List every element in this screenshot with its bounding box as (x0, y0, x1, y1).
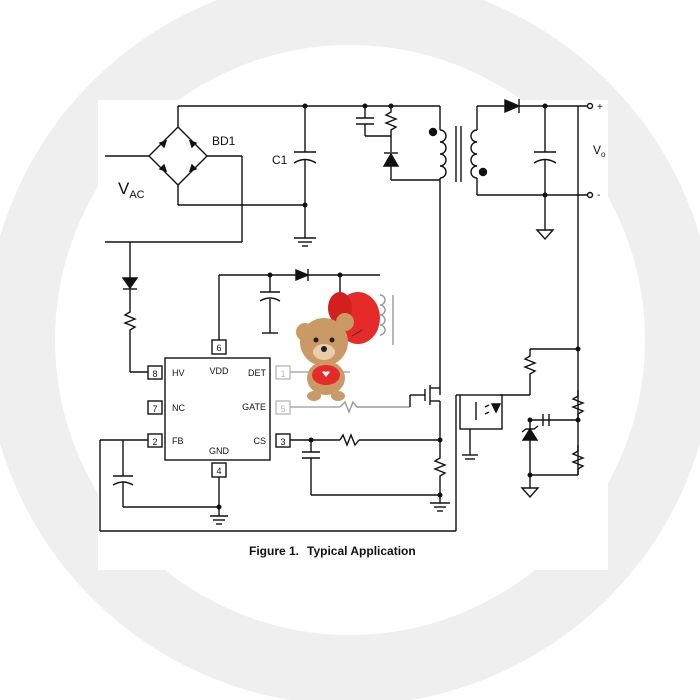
figure-number: Figure 1. (249, 544, 299, 558)
pin-cs-label: CS (253, 436, 266, 446)
pin-vdd-label: VDD (209, 366, 229, 376)
controller-ic (147, 339, 291, 478)
pin-7-number: 7 (152, 404, 157, 414)
pin-fb-label: FB (172, 436, 184, 446)
pin-hv-label: HV (172, 368, 185, 378)
pin-det-label: DET (248, 368, 267, 378)
pin-1-number: 1 (280, 369, 285, 379)
vout-minus-label: - (597, 190, 600, 201)
pin-gnd-label: GND (209, 446, 230, 456)
pin-gate-label: GATE (242, 402, 266, 412)
figure-title: Typical Application (307, 544, 416, 558)
power-mosfet (424, 385, 450, 512)
feedback-network (500, 348, 585, 499)
bridge-label: BD1 (212, 134, 236, 148)
fb-gnd-network (99, 439, 456, 532)
capacitor-c1-label: C1 (272, 153, 288, 167)
cs-network (290, 433, 440, 496)
pin-3-number: 3 (280, 437, 285, 447)
pin-5-number: 5 (280, 404, 285, 414)
bridge-rectifier (105, 106, 243, 243)
pin-2-number: 2 (152, 437, 157, 447)
snubber (356, 106, 440, 181)
capacitor-c1 (293, 106, 317, 247)
transformer (428, 106, 488, 395)
junctions (216, 103, 581, 510)
optocoupler (455, 394, 503, 531)
vout-label: Vo (593, 143, 606, 159)
vout-plus-label: + (597, 102, 603, 113)
figure-caption: Figure 1. Typical Application (249, 544, 416, 558)
pin-6-number: 6 (216, 343, 221, 353)
pin-nc-label: NC (172, 403, 185, 413)
schematic (99, 98, 594, 532)
teddy-bear-sticker (296, 292, 380, 401)
pin-8-number: 8 (152, 369, 157, 379)
pin-4-number: 4 (216, 466, 221, 476)
hv-startup (121, 242, 148, 373)
vac-label: VAC (118, 179, 145, 201)
